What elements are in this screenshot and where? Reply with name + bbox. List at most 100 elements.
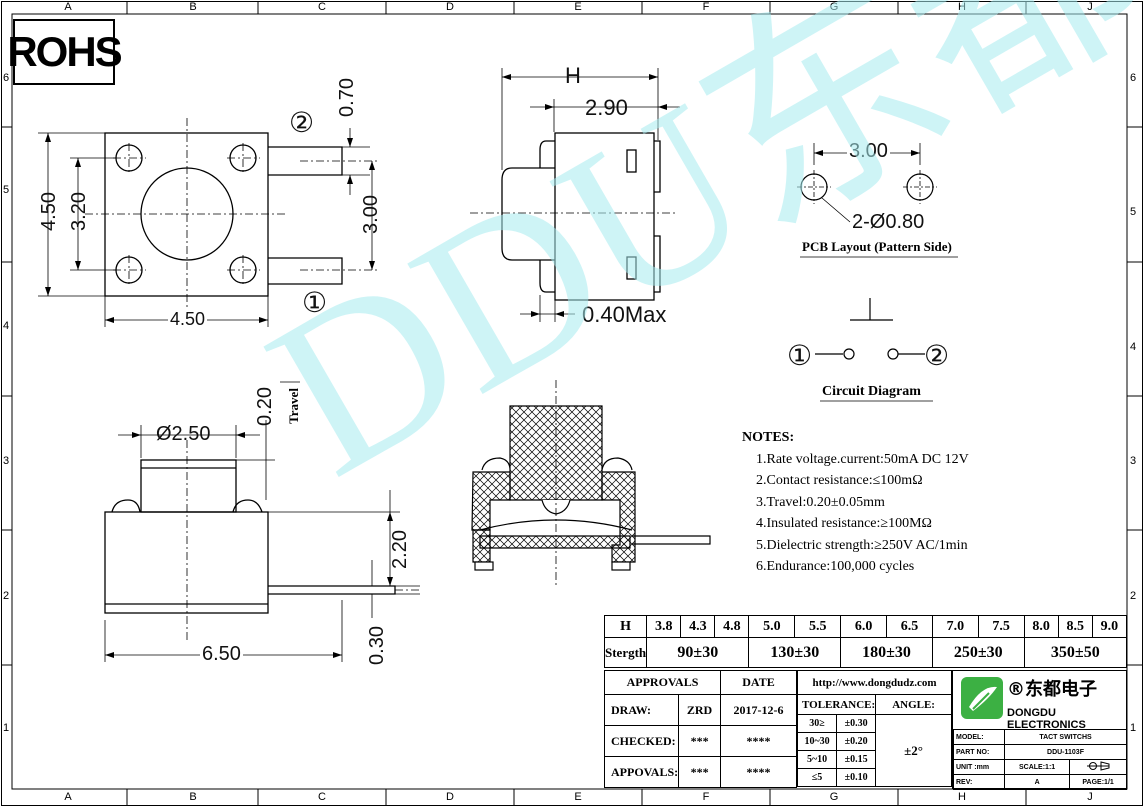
company-logo-icon [961,677,1003,719]
page-label: PAGE:1/1 [1069,774,1127,790]
side-view-dim-h: H [565,63,581,88]
note-item: 2.Contact resistance:≤100mΩ [756,473,923,488]
notes-title: NOTES: [742,430,795,445]
draw-label: DRAW: [603,694,680,726]
note-item: 5.Dielectric strength:≥250V AC/1min [756,537,968,553]
tol-range: 30≥ [796,714,838,733]
front-view-dim-lead-t: 0.30 [365,626,388,665]
top-view-dim-pin-width: 0.70 [335,78,358,117]
appovals-name: *** [678,756,721,788]
top-view-dim-width: 4.50 [168,309,208,330]
date-header: DATE [720,670,797,695]
draw-date: 2017-12-6 [720,694,797,726]
h-value: 6.0 [840,615,888,638]
tol-value: ±0.20 [836,732,877,751]
part-value: DDU-1103F [1004,744,1127,760]
projection-icon [1069,759,1127,775]
rev-value: A [1003,774,1071,790]
h-value: 7.5 [977,615,1025,638]
strength-table: H 3.8 4.3 4.8 5.0 5.5 6.0 6.5 7.0 7.5 8.… [603,615,1128,668]
circuit-caption: Circuit Diagram [822,384,921,399]
tolerance-label: TOLERANCE: [796,694,877,715]
pcb-dim-hole: 2-Ø0.80 [852,211,925,233]
cross-section [471,405,711,571]
top-view-pin1: ① [302,286,328,319]
appovals-date: **** [720,756,797,788]
tol-range: 10~30 [796,732,838,751]
h-value: 4.3 [680,615,716,638]
side-view [501,132,661,301]
h-value: 8.0 [1023,615,1059,638]
circuit-pin1: ① [787,339,813,372]
checked-name: *** [678,725,721,757]
tol-value: ±0.10 [836,768,877,787]
rev-label: REV: [953,774,1005,790]
top-view-body [104,132,269,297]
tol-value: ±0.30 [836,714,877,733]
top-view-centerlines [85,118,378,310]
h-value: 6.5 [886,615,933,638]
notes-block: NOTES: 1.Rate voltage.current:50mA DC 12… [742,427,969,578]
top-view-pin2: ② [289,106,315,139]
front-view-travel-label: Travel [285,388,301,424]
h-value: 8.5 [1057,615,1093,638]
checked-label: CHECKED: [603,725,680,757]
note-item: 4.Insulated resistance:≥100MΩ [756,516,932,531]
front-view [104,459,396,614]
note-item: 3.Travel:0.20±0.05mm [756,494,885,510]
draw-name: ZRD [678,694,721,726]
tolerance-table: http://www.dongdudz.com TOLERANCE: ANGLE… [796,670,952,787]
s-value: 250±30 [931,637,1025,668]
model-label: MODEL: [953,729,1005,745]
s-value: 130±30 [748,637,842,668]
front-view-dim-width: 6.50 [200,643,243,666]
company-name-en: DONGDU ELECTRONICS [1007,707,1086,731]
website-url: http://www.dongdudz.com [797,670,952,695]
approvals-table: APPROVALS DATE DRAW: ZRD 2017-12-6 CHECK… [603,670,797,788]
h-value: 3.8 [646,615,682,638]
approvals-header: APPROVALS [604,670,721,695]
side-view-dimensions [501,68,680,322]
company-block: ®东都电子 DONGDU ELECTRONICS MODEL: TACT SWI… [952,670,1127,790]
s-value: 350±50 [1023,637,1128,668]
scale-label: SCALE:1:1 [1003,759,1071,775]
front-view-dim-body-h: 2.20 [388,530,411,569]
part-label: PART NO: [953,744,1005,760]
circuit-diagram [815,298,925,360]
company-name-cn: ®东都电子 [1007,679,1097,700]
tol-value: ±0.15 [836,750,877,769]
top-view [104,132,343,297]
front-body [104,511,269,614]
note-item: 1.Rate voltage.current:50mA DC 12V [756,451,969,467]
h-value: 7.0 [931,615,979,638]
unit-label: UNIT :mm [953,759,1005,775]
angle-value: ±2° [875,714,952,787]
top-view-dim-height: 4.50 [37,192,60,231]
model-table: MODEL: TACT SWITCHS PART NO: DDU-1103F U… [953,729,1127,790]
front-view-dim-travel: 0.20 [253,387,276,426]
s-label: Stergth [603,637,648,668]
top-view-dim-pin-spacing: 3.00 [359,195,382,234]
tol-range: 5~10 [796,750,838,769]
inner-border [11,13,1128,790]
h-value: 5.5 [794,615,842,638]
front-view-dim-cap: Ø2.50 [156,423,211,445]
side-view-dim-lead: 0.40Max [582,302,667,327]
s-value: 180±30 [840,637,933,668]
h-value: 4.8 [714,615,750,638]
pcb-dim-spacing: 3.00 [847,140,890,163]
pcb-layout-caption: PCB Layout (Pattern Side) [802,239,952,254]
side-view-dim-body: 2.90 [585,95,628,120]
h-value: 5.0 [748,615,796,638]
note-item: 6.Endurance:100,000 cycles [756,559,915,574]
angle-label: ANGLE: [875,694,952,715]
s-value: 90±30 [646,637,750,668]
tol-range: ≤5 [796,768,838,787]
checked-date: **** [720,725,797,757]
appovals-label: APPOVALS: [603,756,680,788]
h-label: H [603,615,648,638]
circuit-pin2: ② [924,339,950,372]
dimension-arrows [45,74,920,658]
